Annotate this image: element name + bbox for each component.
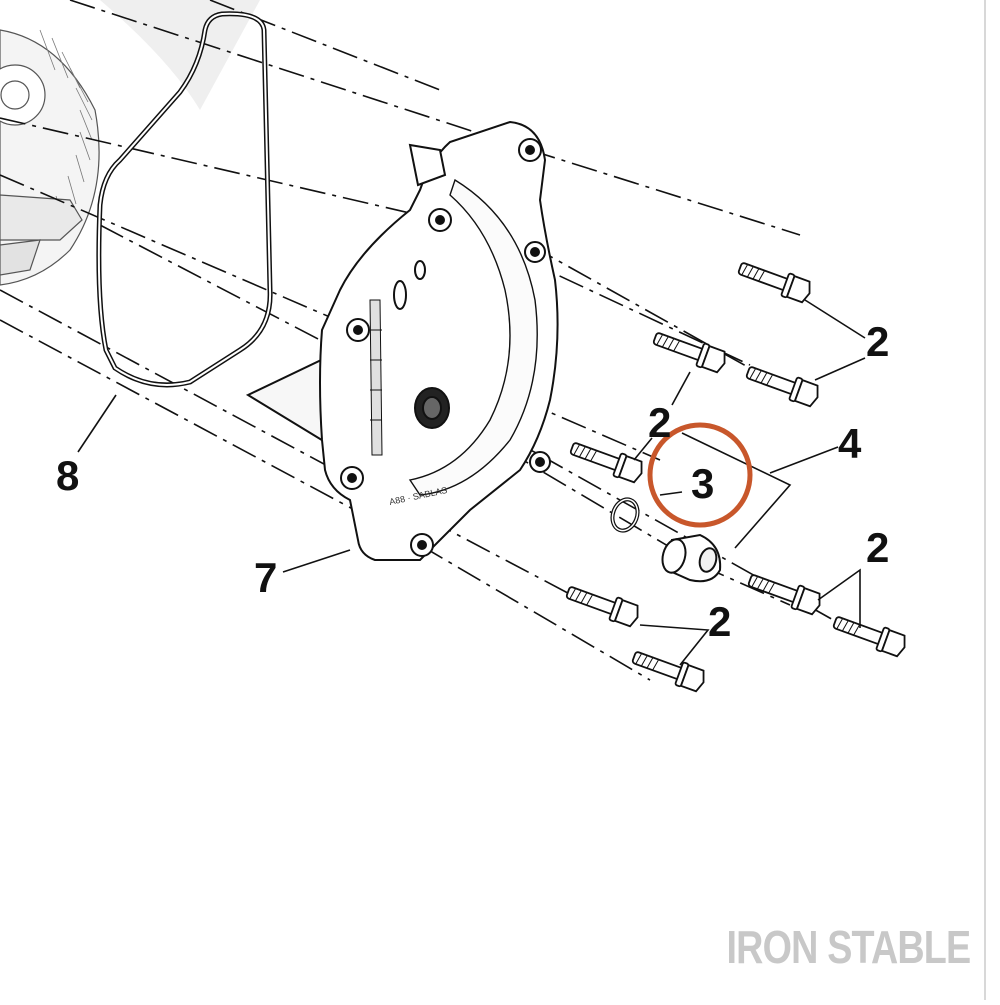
callout-bolt-2: 2	[648, 399, 671, 446]
right-edge-border	[984, 0, 1000, 1000]
callout-gasket: 8	[56, 452, 79, 499]
leader-lines	[77, 299, 866, 666]
callout-assembly: 4	[838, 420, 862, 467]
bolt-3	[745, 366, 819, 408]
gasket	[96, 11, 273, 388]
drain-plug	[661, 533, 722, 583]
bolt-6	[832, 616, 906, 658]
bolt-1	[737, 262, 811, 304]
cover: A88 · SABLAS	[245, 120, 559, 561]
differential-gear	[0, 29, 100, 286]
bolt-5	[747, 574, 821, 616]
callout-cover: 7	[254, 554, 277, 601]
bolt-4	[569, 442, 643, 484]
callout-bolt-1: 2	[866, 318, 889, 365]
callout-bolt-4: 2	[708, 598, 731, 645]
bolt-7	[565, 586, 639, 628]
watermark: IRON STABLE	[726, 921, 971, 973]
callout-plug: 3	[691, 460, 714, 507]
bolt-2	[652, 332, 726, 374]
o-ring	[610, 497, 640, 533]
bolts	[565, 262, 906, 693]
bolt-8	[631, 651, 705, 693]
callout-bolt-3: 2	[866, 524, 889, 571]
background-housing-shade	[100, 0, 260, 110]
highlight-circle	[647, 422, 753, 528]
